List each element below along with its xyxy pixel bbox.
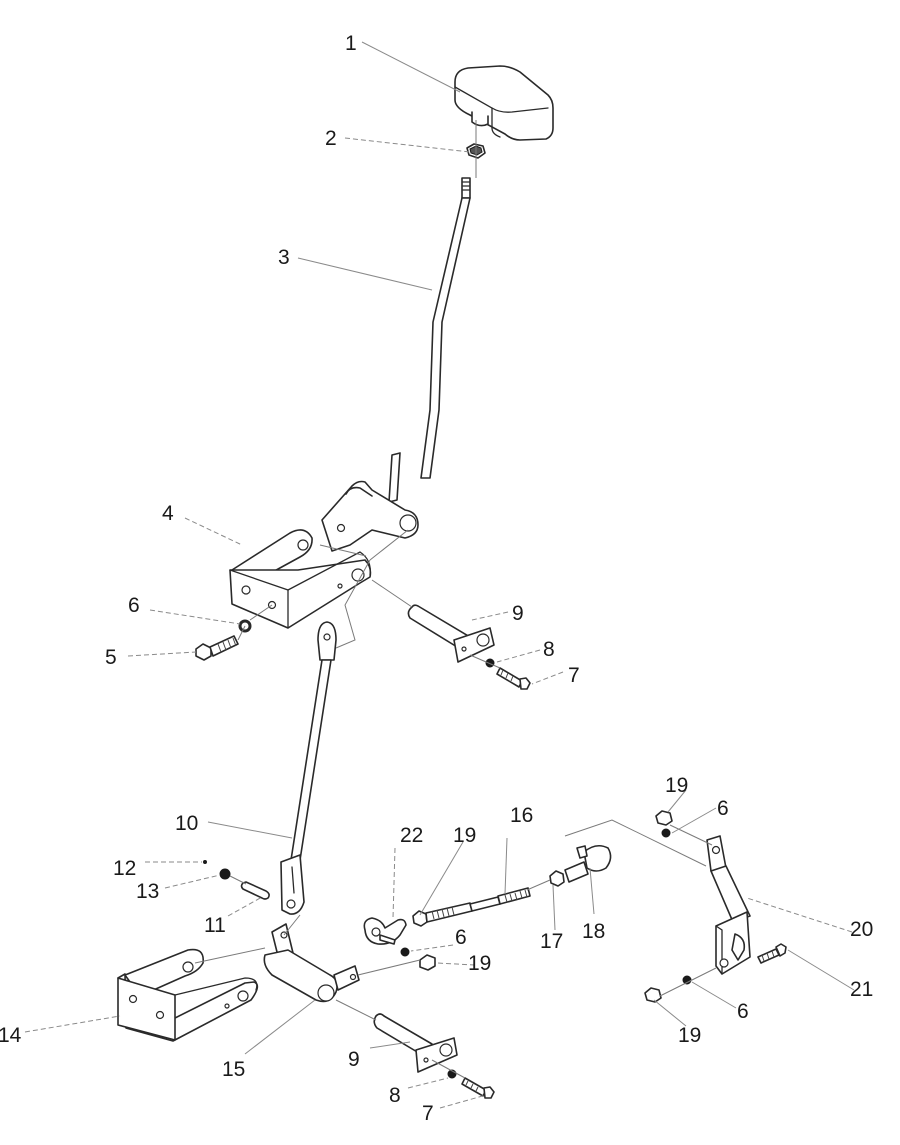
- callout-1: 1: [345, 32, 357, 55]
- callout-labels: 1 2 3 4 5 6 7 8 9 10 11 12 13 14 15 9 8 …: [0, 32, 873, 1125]
- bell-crank-part: [263, 923, 360, 1003]
- callout-18: 18: [582, 920, 605, 943]
- bolt-part-7b: [461, 1077, 495, 1099]
- ball-joint-part-22: [363, 917, 407, 945]
- nut-part-19a: [412, 910, 428, 927]
- washer-part-6b: [400, 947, 410, 957]
- callout-19a: 19: [453, 824, 476, 847]
- pivot-pin-part-9a: [407, 604, 495, 663]
- callout-5: 5: [105, 646, 117, 669]
- callout-13: 13: [136, 880, 159, 903]
- assembly-lines: [194, 120, 717, 1079]
- callout-8: 8: [543, 638, 555, 661]
- lower-bracket-part: [117, 948, 259, 1042]
- arm-part-20: [706, 835, 751, 975]
- nut-part-19c: [655, 810, 673, 826]
- ball-joint-part-18: [564, 844, 612, 883]
- connecting-rod-part: [280, 621, 337, 915]
- upper-bracket-part: [229, 529, 372, 629]
- washer-part-8a: [485, 658, 495, 668]
- nut-part-17: [549, 870, 565, 887]
- nut-part-19d: [644, 987, 662, 1003]
- callout-6: 6: [128, 594, 140, 617]
- callout-17: 17: [540, 930, 563, 953]
- bolt-part-5: [195, 635, 239, 661]
- callout-10: 10: [175, 812, 198, 835]
- knob-part: [454, 65, 554, 141]
- callout-19b: 19: [468, 952, 491, 975]
- washer-part-6c: [661, 828, 671, 838]
- callout-9b: 9: [348, 1048, 360, 1071]
- lever-rod-part: [388, 177, 471, 503]
- callout-21: 21: [850, 978, 873, 1001]
- callout-4: 4: [162, 502, 174, 525]
- lever-pivot-part: [321, 480, 419, 552]
- callout-12: 12: [113, 857, 136, 880]
- callout-7: 7: [568, 664, 580, 687]
- callout-6b: 6: [455, 926, 467, 949]
- callout-7b: 7: [422, 1102, 434, 1125]
- callout-22: 22: [400, 824, 423, 847]
- callout-3: 3: [278, 246, 290, 269]
- callout-20: 20: [850, 918, 873, 941]
- callout-19c: 19: [665, 774, 688, 797]
- callout-2: 2: [325, 127, 337, 150]
- bolt-part-21: [757, 943, 787, 964]
- callout-6c: 6: [717, 797, 729, 820]
- callout-6d: 6: [737, 1000, 749, 1023]
- callout-8b: 8: [389, 1084, 401, 1107]
- bolt-part-7a: [496, 667, 531, 690]
- cotter-pin-part-12: [203, 860, 207, 864]
- callout-9: 9: [512, 602, 524, 625]
- threaded-rod-part-16: [425, 887, 531, 923]
- clevis-pin-part-11: [240, 881, 270, 900]
- callout-16: 16: [510, 804, 533, 827]
- nut-part-19b: [419, 954, 436, 971]
- callout-19d: 19: [678, 1024, 701, 1047]
- leader-lines: [24, 41, 855, 1109]
- pivot-pin-part-9b: [373, 1013, 458, 1073]
- callout-11: 11: [204, 914, 226, 937]
- washer-part-13: [219, 868, 231, 880]
- callout-15: 15: [222, 1058, 245, 1081]
- callout-14: 14: [0, 1024, 22, 1047]
